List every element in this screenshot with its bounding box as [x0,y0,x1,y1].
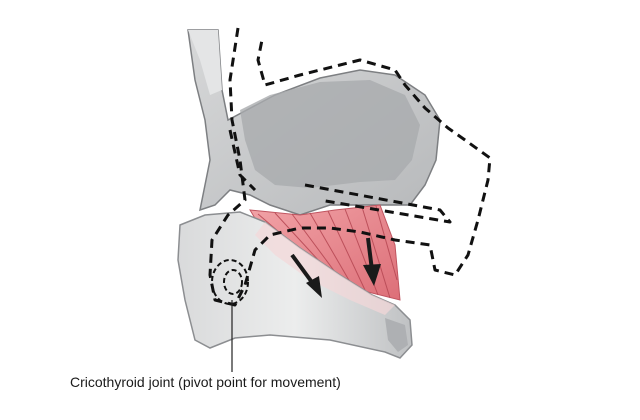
arrow-down-right-icon [290,253,322,298]
cricoid-cartilage [177,211,413,359]
thyroid-cartilage [187,29,441,216]
tilted-position-outline [208,27,492,307]
joint-caption: Cricothyroid joint (pivot point for move… [70,374,341,390]
arrow-down-icon [363,237,381,286]
pivot-circle-icon [211,259,249,305]
